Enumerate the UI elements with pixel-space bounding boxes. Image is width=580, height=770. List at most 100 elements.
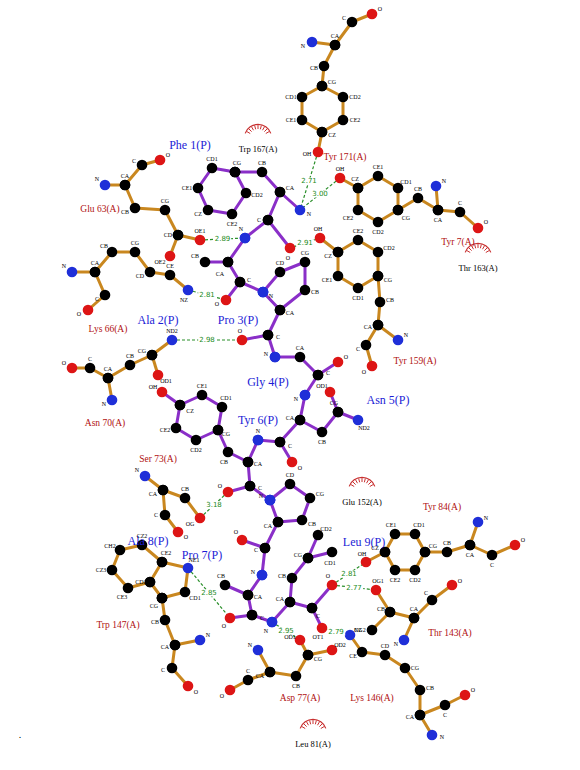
atom-label: C bbox=[490, 562, 494, 568]
hydrogen-bond bbox=[332, 562, 366, 585]
atom-label: C bbox=[246, 668, 250, 674]
hydrophobic-spoke bbox=[252, 127, 254, 130]
atom-sphere bbox=[195, 635, 206, 646]
atom-sphere bbox=[275, 187, 286, 198]
atom-sphere bbox=[433, 205, 444, 216]
atom-label: CA bbox=[466, 552, 474, 558]
atom-label: O bbox=[77, 311, 81, 317]
atom-sphere bbox=[275, 437, 286, 448]
protein-residue-name: Asp 77(A) bbox=[280, 694, 320, 704]
covalent-bond bbox=[350, 635, 432, 735]
atom-label: CA bbox=[286, 185, 294, 191]
atom-label: C bbox=[424, 590, 428, 596]
atom-label: CE1 bbox=[286, 117, 297, 123]
atom-sphere bbox=[217, 402, 228, 413]
atom-label: CB bbox=[191, 253, 199, 259]
covalent-bond bbox=[225, 575, 262, 595]
atom-sphere bbox=[230, 167, 241, 178]
atom-label: CE1 bbox=[197, 383, 208, 389]
atom-sphere bbox=[157, 593, 168, 604]
atom-sphere bbox=[241, 188, 252, 199]
atom-label: OD2 bbox=[334, 642, 346, 648]
atom-sphere bbox=[243, 590, 254, 601]
hydrophobic-spoke bbox=[255, 125, 256, 129]
atom-sphere bbox=[265, 667, 276, 678]
ligand-residue-name: Pro 3(P) bbox=[218, 314, 258, 326]
atom-label: N bbox=[259, 493, 263, 499]
atom-label: CD1 bbox=[324, 560, 335, 566]
hydrogen-bond bbox=[300, 152, 318, 210]
atom-layer bbox=[67, 9, 521, 741]
atom-sphere bbox=[353, 183, 364, 194]
hbond-layer bbox=[172, 152, 376, 640]
atom-sphere bbox=[390, 529, 401, 540]
hydrophobic-spoke bbox=[359, 478, 360, 482]
atom-label: CB bbox=[258, 160, 266, 166]
atom-sphere bbox=[267, 617, 278, 628]
hydrophobic-spoke bbox=[263, 127, 265, 130]
atom-label: OD1 bbox=[284, 634, 296, 640]
atom-sphere bbox=[225, 685, 236, 696]
covalent-bond bbox=[112, 545, 162, 588]
hydrophobic-spoke bbox=[351, 485, 354, 487]
distance-label: 2.77 bbox=[345, 584, 363, 591]
covalent-bond bbox=[263, 262, 305, 310]
covalent-bond bbox=[235, 172, 300, 210]
atom-sphere bbox=[180, 493, 191, 504]
ligand-residue-name: Gly 4(P) bbox=[247, 376, 289, 388]
atom-sphere bbox=[265, 495, 276, 506]
distance-label: 2.71 bbox=[300, 178, 318, 185]
atom-sphere bbox=[300, 257, 311, 268]
atom-sphere bbox=[175, 400, 186, 411]
atom-label: CB bbox=[121, 209, 129, 215]
atom-sphere bbox=[227, 209, 238, 220]
atom-label: CE1 bbox=[182, 185, 193, 191]
ligand-residue-name: Pro 7(P) bbox=[182, 549, 222, 561]
atom-sphere bbox=[410, 529, 421, 540]
atom-sphere bbox=[130, 247, 141, 258]
atom-label: CD bbox=[164, 232, 172, 238]
atom-sphere bbox=[195, 513, 206, 524]
atom-label: O bbox=[471, 687, 475, 693]
atom-label: C bbox=[161, 667, 165, 673]
atom-label: CA bbox=[331, 33, 339, 39]
protein-residue-name: Glu 63(A) bbox=[80, 205, 119, 215]
atom-label: C bbox=[316, 613, 320, 619]
atom-label: CA bbox=[254, 594, 262, 600]
atom-sphere bbox=[415, 710, 426, 721]
atom-label: CB bbox=[100, 243, 108, 249]
atom-label: N bbox=[404, 332, 408, 338]
atom-sphere bbox=[373, 171, 384, 182]
atom-label: O bbox=[458, 578, 462, 584]
covalent-bond bbox=[312, 14, 372, 45]
atom-sphere bbox=[295, 352, 306, 363]
atom-sphere bbox=[123, 583, 134, 594]
atom-sphere bbox=[333, 271, 344, 282]
ligand-residue-name: Ala 8(P) bbox=[128, 535, 169, 547]
atom-label: O bbox=[298, 465, 302, 471]
atom-sphere bbox=[300, 390, 311, 401]
atom-sphere bbox=[253, 645, 264, 656]
atom-sphere bbox=[297, 92, 308, 103]
atom-sphere bbox=[137, 160, 148, 171]
atom-sphere bbox=[399, 635, 410, 646]
atom-sphere bbox=[67, 267, 78, 278]
atom-label: CE2 bbox=[161, 550, 172, 556]
atom-label: CA bbox=[286, 415, 294, 421]
atom-label: CE2 bbox=[160, 427, 171, 433]
atom-label: CD bbox=[276, 260, 284, 266]
atom-sphere bbox=[158, 485, 169, 496]
atom-sphere bbox=[333, 247, 344, 258]
atom-label: CA bbox=[254, 461, 262, 467]
atom-label: CG bbox=[384, 277, 392, 283]
distance-label: 2.95 bbox=[277, 628, 295, 635]
atom-sphere bbox=[410, 565, 421, 576]
atom-sphere bbox=[263, 215, 274, 226]
atom-sphere bbox=[223, 447, 234, 458]
atom-label: CA bbox=[364, 324, 372, 330]
hydrophobic-spoke bbox=[480, 244, 481, 248]
atom-label: C bbox=[247, 277, 251, 283]
distance-label: 2.98 bbox=[198, 337, 216, 344]
atom-sphere bbox=[100, 290, 111, 301]
